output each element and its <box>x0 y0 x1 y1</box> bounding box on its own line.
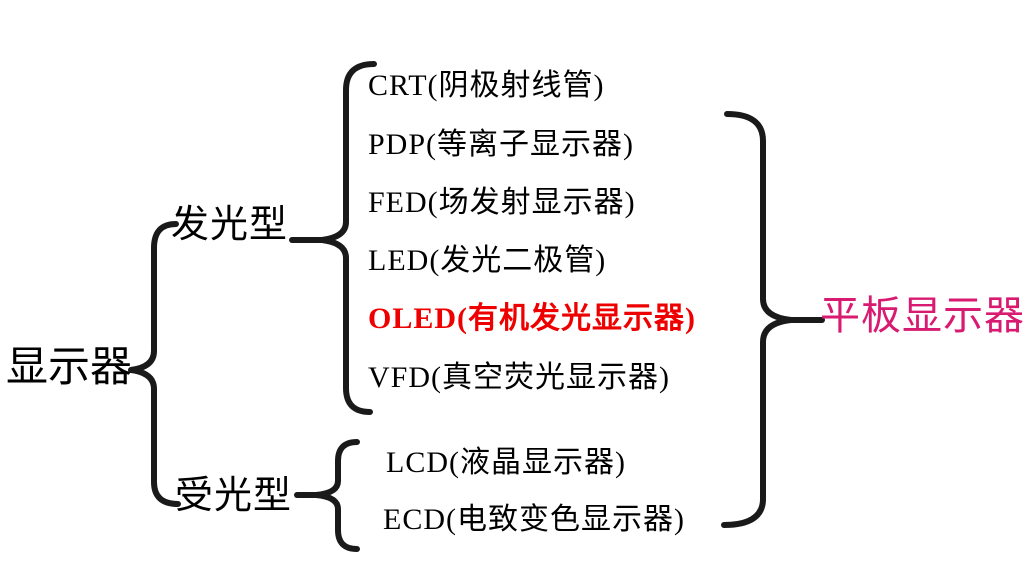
receptive-brace <box>313 439 360 552</box>
leaf-node-fed: FED(场发射显示器) <box>368 186 636 219</box>
flat-panel-brace <box>721 111 794 528</box>
root-node-display: 显示器 <box>6 345 133 391</box>
leaf-node-led: LED(发光二极管) <box>368 244 607 277</box>
emissive-brace <box>319 61 377 415</box>
leaf-node-crt: CRT(阴极射线管) <box>368 69 605 102</box>
branch-node-emissive: 发光型 <box>171 204 289 246</box>
leaf-node-pdp: PDP(等离子显示器) <box>368 128 635 161</box>
leaf-node-oled-highlighted: OLED(有机发光显示器) <box>368 302 696 335</box>
leaf-node-lcd: LCD(液晶显示器) <box>386 446 626 479</box>
group-node-flat-panel-display: 平板显示器 <box>820 293 1025 338</box>
root-brace <box>128 221 181 507</box>
leaf-node-vfd: VFD(真空荧光显示器) <box>368 361 670 394</box>
leaf-node-ecd: ECD(电致变色显示器) <box>383 503 685 536</box>
branch-node-receptive: 受光型 <box>175 475 293 517</box>
